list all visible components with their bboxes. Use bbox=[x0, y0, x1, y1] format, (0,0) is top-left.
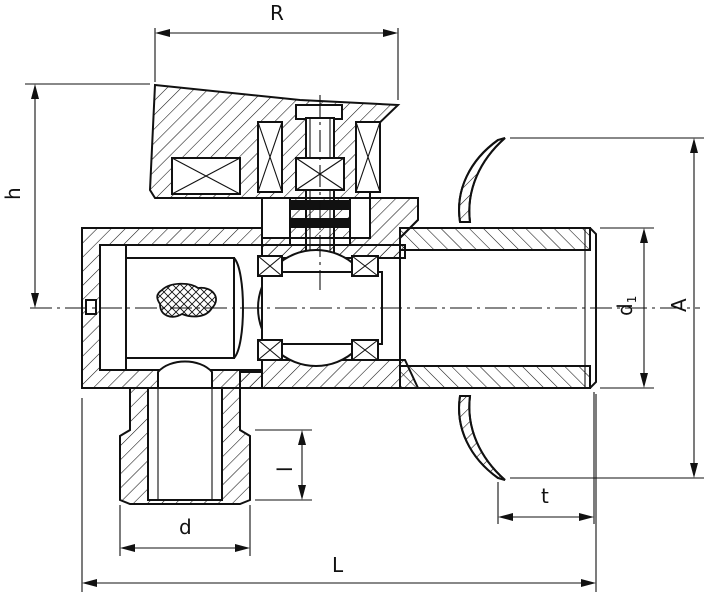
dimension-label-h: h bbox=[1, 187, 25, 200]
dimension-label-t: t bbox=[541, 484, 549, 508]
valve-body bbox=[239, 197, 597, 389]
dimension-label-d: d bbox=[179, 515, 192, 539]
dimension-L bbox=[81, 394, 597, 592]
dimension-d1 bbox=[600, 227, 654, 389]
bottom-outlet bbox=[119, 360, 251, 505]
dimension-label-d1: d1 bbox=[613, 296, 639, 316]
dimension-label-A: A bbox=[667, 298, 691, 312]
dimension-l bbox=[255, 429, 312, 501]
dimension-R bbox=[154, 28, 399, 100]
dimension-label-l: l bbox=[273, 466, 297, 472]
wall-rosette bbox=[458, 137, 506, 481]
dimension-A bbox=[510, 137, 704, 479]
dimension-t bbox=[497, 392, 595, 524]
lever-handle bbox=[148, 83, 401, 199]
dimension-label-R: R bbox=[270, 1, 284, 25]
dimension-label-L: L bbox=[332, 553, 344, 577]
dimension-h bbox=[25, 83, 150, 308]
center-lines bbox=[30, 95, 700, 309]
dimension-d bbox=[119, 505, 251, 556]
